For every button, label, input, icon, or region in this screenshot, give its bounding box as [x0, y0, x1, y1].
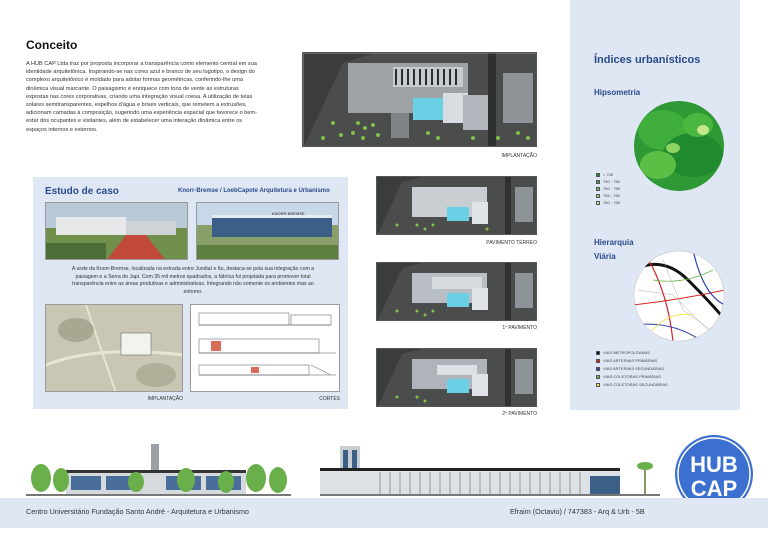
urban-indices-title: Índices urbanísticos [594, 54, 701, 66]
hypsometry-legend-item: 760 - 765 [596, 200, 620, 205]
hypsometry-legend-item: < 740 [596, 172, 613, 177]
case-study-title: Estudo de caso [45, 186, 119, 197]
hypsometry-title: Hipsometria [594, 88, 641, 97]
first-floor-caption: 1º PAVIMENTO [502, 325, 537, 331]
case-study-sections [190, 304, 340, 392]
logo-line2: CAP [691, 476, 737, 501]
concept-text: A HUB CAP Ltda traz por proposta incorpo… [26, 61, 258, 133]
elevation-left [26, 440, 291, 496]
hypsometry-legend-item: 740 - 750 [596, 179, 620, 184]
road-hierarchy-title: Hierarquia Viária [594, 238, 634, 261]
logo-line1: HUB [690, 452, 738, 477]
knorr-sign: KNORR-BREMSE [272, 211, 305, 216]
urban-indices-panel [570, 0, 740, 410]
ground-floor-caption: PAVIMENTO TÉRREO [486, 240, 537, 246]
hub-cap-logo: HUB CAP [674, 434, 754, 514]
road-legend-item: VIAS ARTERIAIS SECUNDÁRIAS [596, 366, 664, 371]
hypsometry-legend-item: 755 - 760 [596, 193, 620, 198]
elevation-right [320, 440, 660, 496]
road-hierarchy-map [633, 250, 725, 342]
road-legend-item: VIAS METROPOLITANAS [596, 350, 650, 355]
case-sections-caption: CORTES [319, 396, 340, 402]
second-floor-plan [376, 348, 537, 407]
road-legend-item: VIAS COLETORAS SECUNDÁRIAS [596, 382, 668, 387]
site-plan-caption: IMPLANTAÇÃO [501, 153, 537, 159]
concept-title: Conceito [26, 38, 78, 52]
case-study-photo-aerial [45, 202, 188, 260]
ground-floor-plan [376, 176, 537, 235]
case-study-photo-facade: KNORR-BREMSE [196, 202, 339, 260]
hypsometry-legend-item: 750 - 755 [596, 186, 620, 191]
footer-institution: Centro Universitário Fundação Santo Andr… [26, 507, 249, 516]
case-site-map-caption: IMPLANTAÇÃO [147, 396, 183, 402]
case-study-text: A sede da Knorr-Bremse, localizada na es… [71, 266, 315, 295]
road-legend-item: VIAS COLETORAS PRIMÁRIAS [596, 374, 661, 379]
case-study-site-map [45, 304, 183, 392]
footer-bar [0, 498, 768, 528]
case-study-subtitle: Knorr-Bremse / LoebCapote Arquitetura e … [178, 188, 330, 194]
footer-author: Efraim (Octavio) / 747383 - Arq & Urb - … [510, 507, 645, 516]
hypsometry-map [633, 100, 725, 192]
first-floor-plan [376, 262, 537, 321]
road-legend-item: VIAS ARTERIAIS PRIMÁRIAS [596, 358, 657, 363]
site-plan-drawing [302, 52, 537, 147]
second-floor-caption: 2º PAVIMENTO [502, 411, 537, 417]
